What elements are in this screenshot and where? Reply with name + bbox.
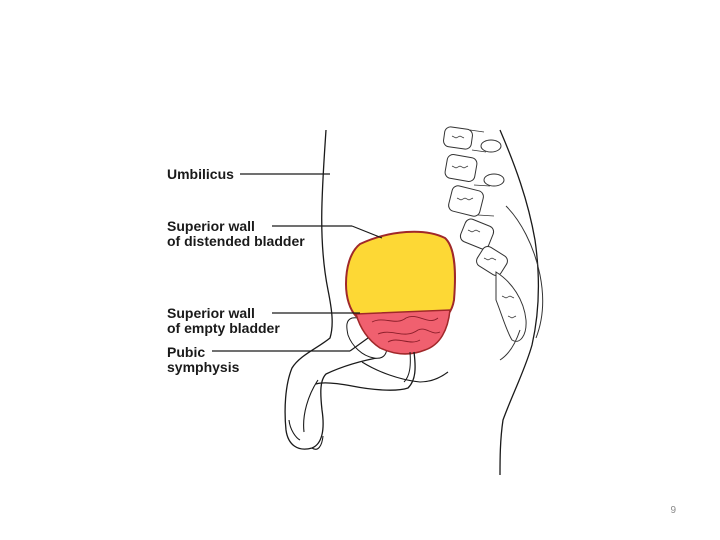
page-number: 9 bbox=[670, 505, 676, 516]
urethra bbox=[315, 351, 416, 391]
empty-bladder bbox=[355, 309, 451, 355]
superior-wall-distended-label: Superior wall of distended bladder bbox=[167, 219, 305, 249]
umbilicus-label: Umbilicus bbox=[167, 166, 234, 182]
superior-wall-distended-line2: of distended bladder bbox=[167, 233, 305, 249]
pubic-symphysis-label: Pubic symphysis bbox=[167, 345, 239, 375]
perineum-contour bbox=[361, 361, 449, 383]
superior-wall-empty-line2: of empty bladder bbox=[167, 320, 280, 336]
empty-bladder-folds bbox=[371, 316, 441, 343]
superior-wall-empty-line1: Superior wall bbox=[167, 305, 255, 321]
superior-wall-distended-line1: Superior wall bbox=[167, 218, 255, 234]
posterior-body-contour bbox=[499, 129, 540, 476]
spine bbox=[443, 126, 544, 361]
distended-bladder bbox=[344, 230, 456, 322]
penis-contour bbox=[288, 379, 324, 450]
pubic-symphysis-leader-diag bbox=[349, 337, 369, 352]
pubic-symphysis-line1: Pubic bbox=[167, 344, 206, 360]
anterior-abdominal-wall bbox=[284, 129, 383, 450]
pubic-symphysis-line2: symphysis bbox=[167, 359, 240, 375]
superior-wall-empty-label: Superior wall of empty bladder bbox=[167, 306, 280, 336]
distended-wall-leader-diag bbox=[351, 225, 383, 239]
